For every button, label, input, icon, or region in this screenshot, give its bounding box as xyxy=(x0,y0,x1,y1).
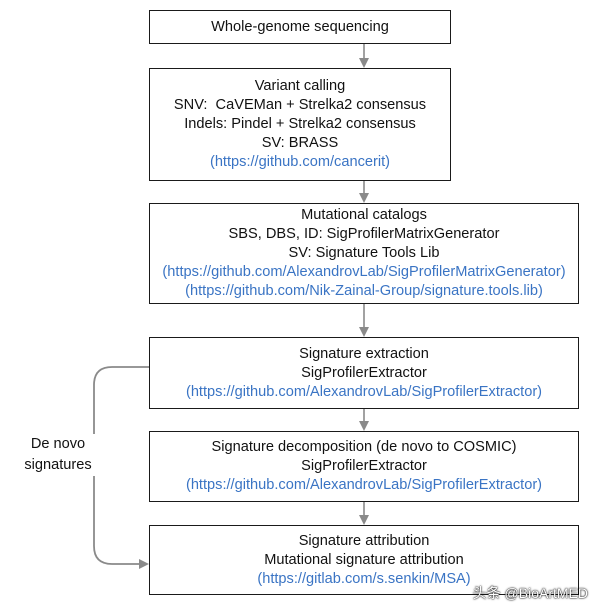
variant-calling-snv: SNV: CaVEMan + Strelka2 consensus xyxy=(173,97,427,113)
de-novo-signatures-label: De novo signatures xyxy=(18,434,98,476)
catalogs-link-signature-tools[interactable]: (https://github.com/Nik-Zainal-Group/sig… xyxy=(185,283,543,299)
wgs-title: Whole-genome sequencing xyxy=(211,18,389,35)
extraction-link[interactable]: (https://github.com/AlexandrovLab/SigPro… xyxy=(185,383,543,400)
side-label-line1: De novo xyxy=(30,436,86,452)
signature-attribution-box: Signature attribution Mutational signatu… xyxy=(149,525,579,595)
arrow-de-novo-bypass xyxy=(93,366,149,569)
variant-calling-sv: SV: BRASS xyxy=(261,135,339,151)
signature-extraction-box: Signature extraction SigProfilerExtracto… xyxy=(149,337,579,409)
decomposition-title: Signature decomposition (de novo to COSM… xyxy=(211,439,517,455)
signature-decomposition-box: Signature decomposition (de novo to COSM… xyxy=(149,431,579,502)
wgs-box: Whole-genome sequencing xyxy=(149,10,451,44)
side-label-line2: signatures xyxy=(24,457,92,473)
attribution-tool: Mutational signature attribution xyxy=(264,551,464,568)
catalogs-sv: SV: Signature Tools Lib xyxy=(288,245,440,261)
mutational-catalogs-box: Mutational catalogs SBS, DBS, ID: SigPro… xyxy=(149,203,579,304)
catalogs-title: Mutational catalogs xyxy=(301,207,427,223)
attribution-link[interactable]: (https://gitlab.com/s.senkin/MSA) xyxy=(257,570,471,587)
catalogs-sbs: SBS, DBS, ID: SigProfilerMatrixGenerator xyxy=(228,226,500,242)
extraction-title: Signature extraction xyxy=(299,345,429,362)
watermark: 头条 @BioArtMED xyxy=(472,585,588,601)
decomposition-tool: SigProfilerExtractor xyxy=(301,458,427,474)
variant-calling-indels: Indels: Pindel + Strelka2 consensus xyxy=(184,116,416,132)
catalogs-link-matrix-generator[interactable]: (https://github.com/AlexandrovLab/SigPro… xyxy=(162,264,566,280)
variant-calling-link[interactable]: (https://github.com/cancerit) xyxy=(209,154,391,170)
attribution-title: Signature attribution xyxy=(298,532,430,549)
variant-calling-box: Variant calling SNV: CaVEMan + Strelka2 … xyxy=(149,68,451,181)
extraction-tool: SigProfilerExtractor xyxy=(301,364,427,381)
decomposition-link[interactable]: (https://github.com/AlexandrovLab/SigPro… xyxy=(185,477,543,493)
variant-calling-title: Variant calling xyxy=(254,78,346,94)
